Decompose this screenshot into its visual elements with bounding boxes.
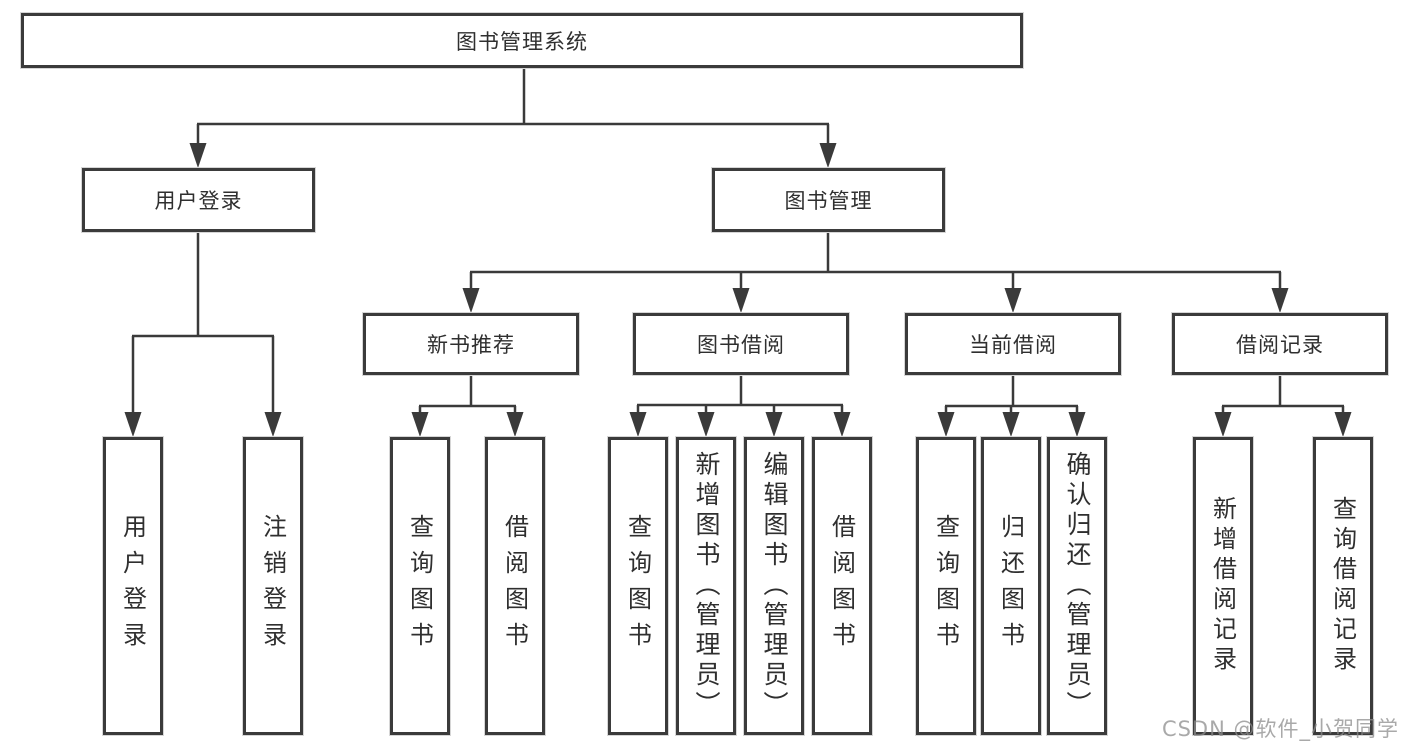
arrowhead [1214, 412, 1232, 437]
arrowhead [189, 143, 207, 168]
connector-login-to-leaves [124, 232, 282, 437]
connector-current-to-leaves [937, 375, 1086, 437]
arrowhead [1002, 412, 1020, 437]
node-add-borrow-record: 新增借阅记录 [1193, 437, 1253, 735]
connector-borrow-to-leaves [629, 375, 851, 437]
node-add-book-admin: 新增图书（管理员） [676, 437, 736, 735]
node-logout: 注销登录 [243, 437, 303, 735]
connector-root-to-level2 [189, 68, 837, 168]
arrowhead [1271, 288, 1289, 313]
csdn-watermark: CSDN @软件_小贺同学 [1161, 717, 1399, 741]
arrowhead [1004, 288, 1022, 313]
arrowhead [124, 412, 142, 437]
node-new-book-recommend: 新书推荐 [363, 313, 579, 375]
arrowhead [697, 412, 715, 437]
arrowhead [1068, 412, 1086, 437]
node-confirm-return-admin: 确认归还（管理员） [1047, 437, 1107, 735]
node-user-login: 用户登录 [103, 437, 163, 735]
arrowhead [819, 143, 837, 168]
arrowhead [264, 412, 282, 437]
node-user-login-module: 用户登录 [82, 168, 315, 232]
node-edit-book-admin: 编辑图书（管理员） [744, 437, 804, 735]
connector-records-to-leaves [1214, 375, 1352, 437]
node-book-borrow: 图书借阅 [633, 313, 849, 375]
node-borrow-records: 借阅记录 [1172, 313, 1388, 375]
node-query-book-borrow: 查询图书 [608, 437, 668, 735]
node-query-book-recommend: 查询图书 [390, 437, 450, 735]
arrowhead [937, 412, 955, 437]
node-book-management: 图书管理 [712, 168, 945, 232]
arrowhead [462, 288, 480, 313]
arrowhead [629, 412, 647, 437]
node-borrow-book-recommend: 借阅图书 [485, 437, 545, 735]
arrowhead [1334, 412, 1352, 437]
node-borrow-book-borrow: 借阅图书 [812, 437, 872, 735]
arrowhead [765, 412, 783, 437]
arrowhead [411, 412, 429, 437]
node-root: 图书管理系统 [21, 13, 1023, 68]
node-current-borrow: 当前借阅 [905, 313, 1121, 375]
connector-recommend-to-leaves [411, 375, 524, 437]
connector-mgmt-to-level3 [462, 232, 1289, 313]
arrowhead [732, 288, 750, 313]
arrowhead [506, 412, 524, 437]
node-query-book-current: 查询图书 [916, 437, 976, 735]
node-return-book: 归还图书 [981, 437, 1041, 735]
arrowhead [833, 412, 851, 437]
node-query-borrow-record: 查询借阅记录 [1313, 437, 1373, 735]
